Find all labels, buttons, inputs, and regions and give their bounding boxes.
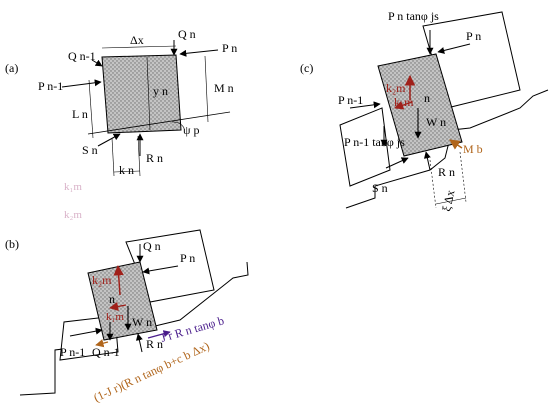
p-left-label: P n-1 — [38, 79, 63, 93]
p-right-arrow — [179, 49, 219, 57]
mb-label-c: M b — [463, 142, 483, 156]
k2m-arrow-b — [113, 264, 124, 296]
k1m-arrow-b — [109, 302, 127, 311]
r-arrow-b — [135, 333, 143, 353]
p-right-label-b: P n — [180, 251, 195, 265]
p-left-tan-label-c: P n-1 tanφ js — [344, 135, 405, 149]
l-label: L n — [72, 107, 88, 121]
dx-dimension — [101, 45, 177, 49]
friction-arrow-b — [95, 339, 109, 348]
r-label-c: R n — [438, 165, 455, 179]
center-slice-c — [377, 53, 463, 157]
q-left-arrow — [91, 59, 103, 67]
xi-tick-left — [429, 159, 437, 209]
s-arrow-c — [385, 157, 409, 169]
p-left-label-c: P n-1 — [338, 93, 363, 107]
faint-k2m: k₂m — [64, 209, 82, 221]
p-right-arrow-c — [437, 43, 471, 54]
m-label: M n — [214, 81, 234, 95]
mb-arrow-c — [449, 139, 463, 150]
k2m-label-c: k₂m — [386, 81, 406, 95]
panel-c: (c) P n tanφ js P n k₂m k₁m n W n P n-1 … — [300, 9, 549, 213]
xi-label-c: ξ Δx — [439, 189, 457, 213]
p-right-label-c: P n — [466, 29, 481, 43]
psi-label: ψ p — [183, 123, 200, 137]
xi-dimension — [435, 197, 467, 205]
k2m-label-b: k₂m — [92, 273, 112, 287]
k1m-label-b: k₁m — [106, 311, 124, 323]
y-label: y n — [153, 84, 168, 98]
r-label: R n — [146, 151, 163, 165]
p-right-arrow-b — [142, 265, 179, 275]
xi-tick-right — [459, 151, 467, 203]
p-left-arrow — [61, 79, 102, 88]
q-top-label-b: Q n — [143, 239, 161, 253]
psi-arc — [171, 121, 185, 129]
r-label-b: R n — [146, 337, 163, 351]
left-block-c — [339, 107, 391, 187]
panel-c-tag: (c) — [300, 61, 313, 75]
k-left-tick — [111, 137, 115, 177]
k1m-label-c: k₁m — [394, 95, 414, 109]
panel-a: (a) Δx Q n-1 Q n P n-1 P n M n L n y n ψ… — [5, 27, 237, 221]
panel-b: (b) Q n P n k₂m k₁m n W n P n-1 Q n-1 R … — [5, 229, 249, 405]
base-line-a — [87, 111, 231, 135]
faint-k1m: k₁m — [64, 181, 82, 193]
k-label: k n — [119, 163, 134, 177]
q-left-label-b: Q n-1 — [92, 345, 120, 359]
s-label-c: S n — [372, 181, 388, 195]
dx-label: Δx — [130, 33, 144, 47]
n-label-c: n — [424, 91, 430, 105]
q-left-label: Q n-1 — [68, 49, 96, 63]
l-dimension — [88, 79, 94, 139]
p-left-label-b: P n-1 — [60, 345, 85, 359]
p-right-label: P n — [222, 41, 237, 55]
s-arrow — [97, 133, 121, 147]
n-label-b: n — [109, 292, 115, 306]
w-label-b: W n — [132, 315, 152, 329]
p-left-arrow-b — [69, 327, 103, 337]
k1m-arrow-c — [394, 100, 413, 110]
y-dimension — [146, 56, 151, 131]
w-label-c: W n — [426, 115, 446, 129]
p-left-arrow-c — [349, 101, 381, 109]
top-label-c: P n tanφ js — [388, 9, 439, 23]
k-right-tick — [137, 135, 141, 177]
m-dimension — [204, 55, 209, 123]
jr-arrow-b — [147, 330, 171, 339]
q-right-label: Q n — [178, 27, 196, 41]
s-label: S n — [82, 143, 98, 157]
k-dimension — [113, 170, 141, 173]
block-a — [101, 54, 182, 134]
r-arrow-c — [423, 151, 431, 171]
jr-label-b: J r R n tanφ b — [159, 313, 226, 344]
panel-b-tag: (b) — [5, 237, 19, 251]
panel-a-tag: (a) — [5, 61, 18, 75]
